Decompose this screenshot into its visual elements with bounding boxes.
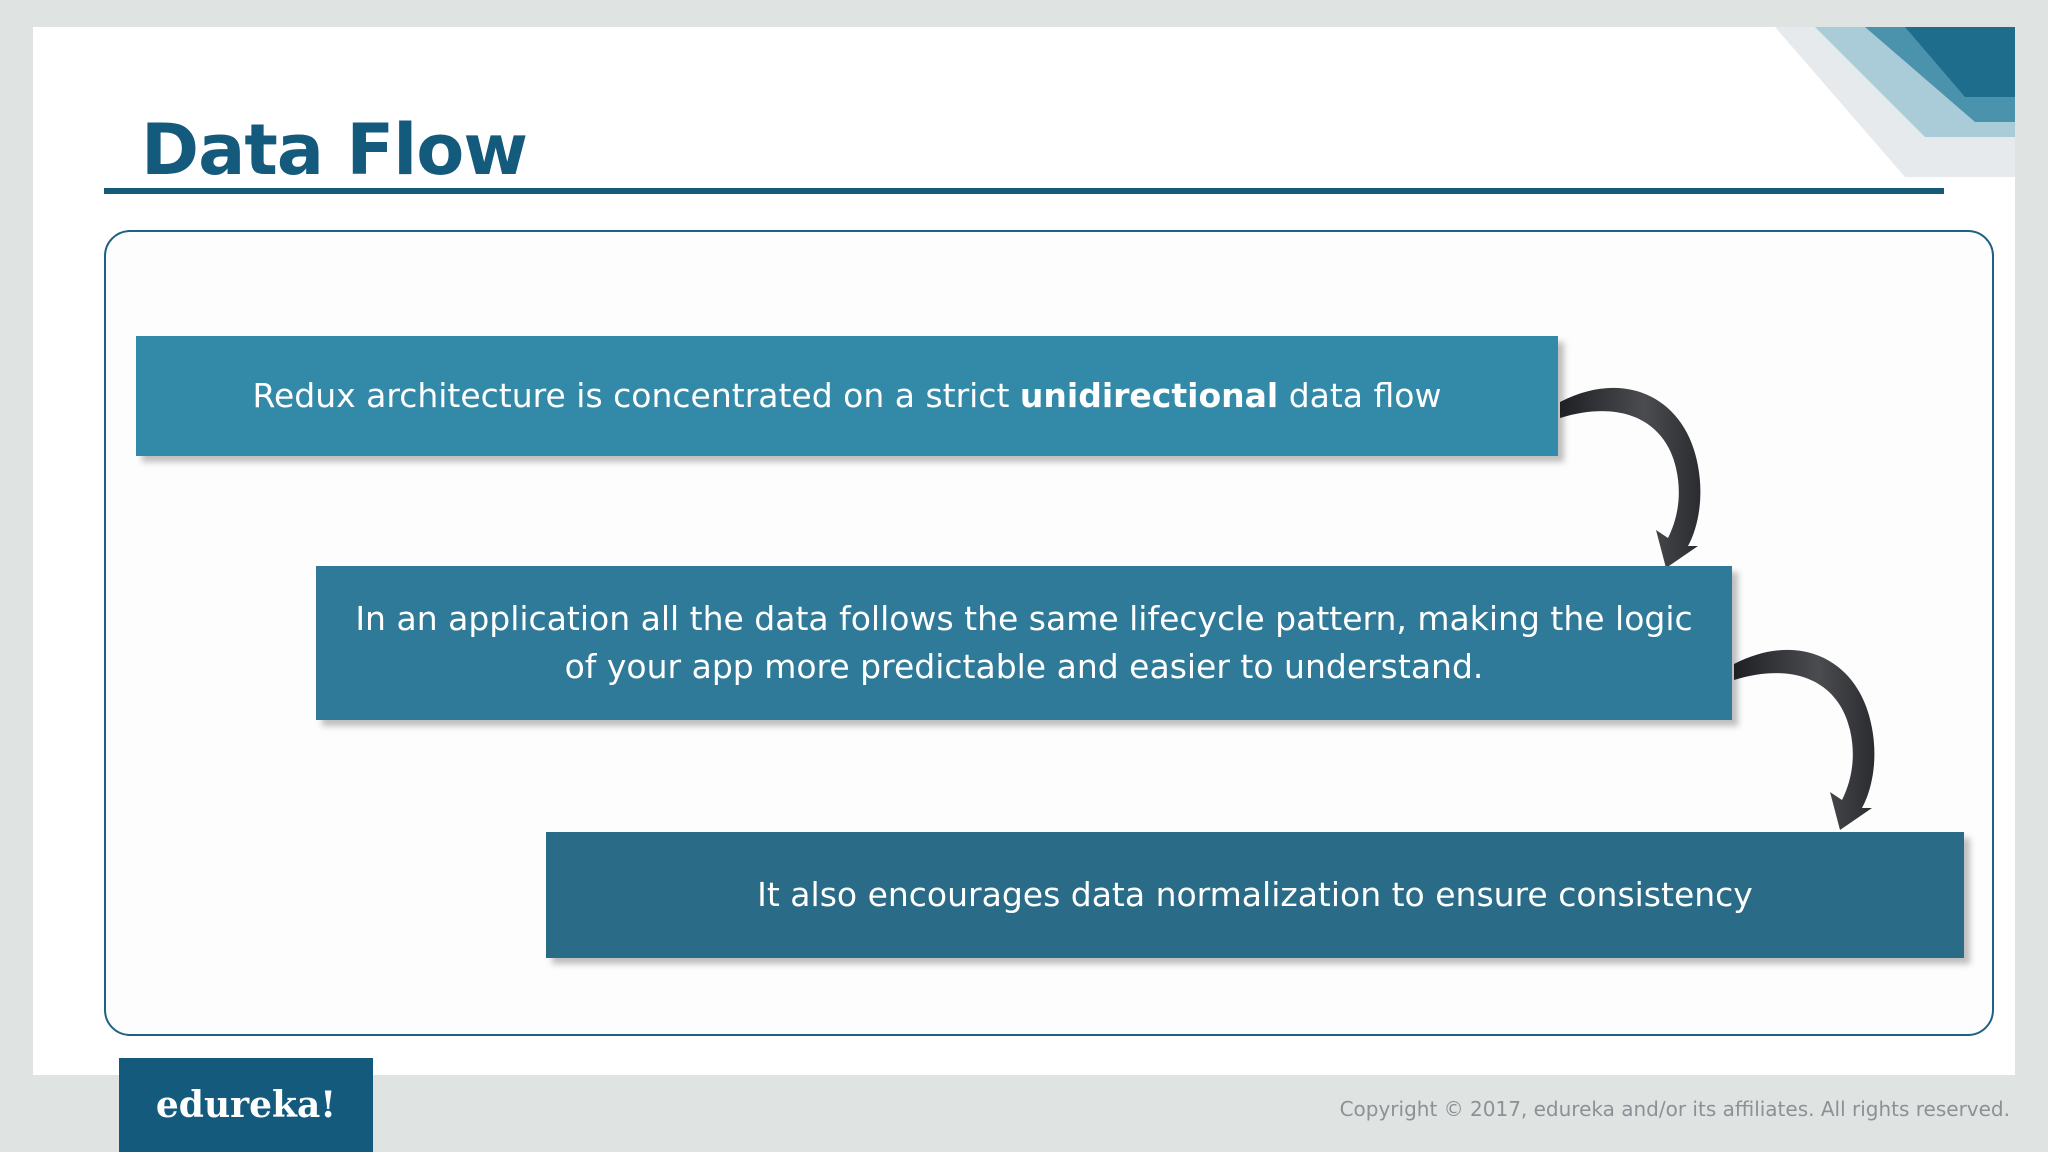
page-title: Data Flow	[141, 109, 528, 191]
flow-step-1-text-before: Redux architecture is concentrated on a …	[252, 376, 1020, 415]
curved-down-arrow-icon	[1560, 387, 1701, 568]
flow-step-1-text-after: data flow	[1278, 376, 1442, 415]
flow-step-3-text: It also encourages data normalization to…	[757, 875, 1753, 914]
copyright-notice: Copyright © 2017, edureka and/or its aff…	[1339, 1097, 2010, 1121]
title-divider	[104, 188, 1944, 194]
flow-step-1: Redux architecture is concentrated on a …	[136, 336, 1558, 456]
flow-step-2: In an application all the data follows t…	[316, 566, 1732, 720]
flow-step-2-text: In an application all the data follows t…	[355, 599, 1693, 686]
corner-stripes-icon	[1775, 27, 2015, 177]
logo-text: edureka!	[155, 1084, 337, 1126]
curved-down-arrow-icon	[1734, 649, 1875, 830]
flow-step-1-emphasis: unidirectional	[1019, 376, 1279, 415]
edureka-logo: edureka!	[119, 1058, 373, 1152]
flow-step-3: It also encourages data normalization to…	[546, 832, 1964, 958]
flow-step-1-text: Redux architecture is concentrated on a …	[253, 372, 1442, 420]
